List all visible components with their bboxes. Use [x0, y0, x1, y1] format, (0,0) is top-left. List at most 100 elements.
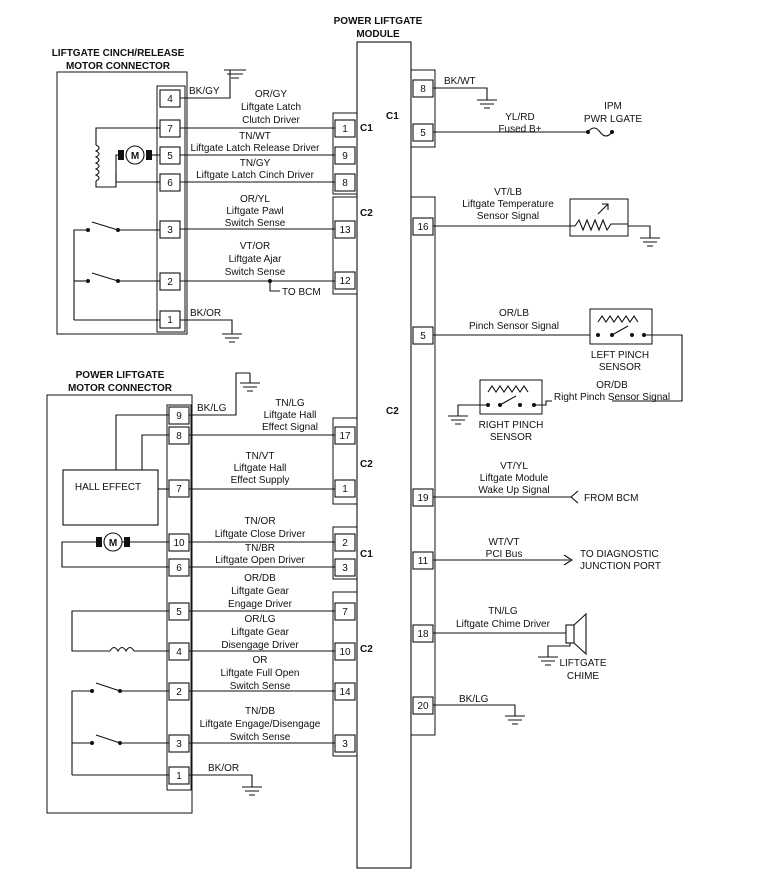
cinch-internal-wiring: M	[73, 127, 160, 321]
wire-function: Liftgate Latch Release Driver	[191, 143, 321, 154]
wire-function: Liftgate Ajar	[229, 254, 282, 265]
module-connector-c2-top	[332, 196, 358, 295]
module-connector-c1-right	[410, 69, 436, 148]
motor-icon	[125, 145, 145, 165]
pin-number: 20	[417, 701, 429, 712]
motor-connector-pins: 9 8 7 10 6 5 4 2 3 1	[168, 406, 190, 785]
module-connector-c2-bottom	[332, 591, 358, 757]
wire-color: BK/WT	[444, 76, 476, 87]
module-connector-c1-mid	[332, 526, 358, 580]
pawl-switch-icon	[91, 221, 119, 231]
wire-function: Liftgate Close Driver	[215, 529, 306, 540]
pin-number: 8	[420, 84, 426, 95]
wire-function: Liftgate Pawl	[226, 206, 283, 217]
pin-number: 5	[420, 128, 426, 139]
module-connector-c2-right	[410, 196, 436, 736]
wire-color: TN/BR	[245, 543, 275, 554]
wire-function: Pinch Sensor Signal	[469, 321, 559, 332]
power-liftgate-module	[356, 41, 412, 869]
chime-icon	[565, 624, 575, 644]
wire-color: OR/DB	[596, 380, 628, 391]
ipm-label-line2: PWR LGATE	[584, 114, 642, 125]
motor-brush-icon	[118, 150, 124, 160]
pin-number: 13	[339, 225, 351, 236]
pin-number: 3	[167, 225, 173, 236]
wire-color: VT/LB	[494, 187, 522, 198]
wire-function: Liftgate Hall	[264, 410, 317, 421]
motor-label: M	[109, 538, 117, 549]
cinch-connector-pin-housing	[156, 85, 186, 333]
wire-color: WT/VT	[488, 537, 519, 548]
pin-number: 2	[342, 538, 348, 549]
right-top-wires: BK/WT YL/RD Fused B+ IPM PWR LGATE VT/LB…	[433, 76, 683, 725]
wire-color: YL/RD	[505, 112, 534, 123]
ground-icon	[477, 99, 497, 109]
pin-number: 8	[176, 431, 182, 442]
pinch-switch-icon	[499, 395, 517, 406]
connector-label-c2: C2	[386, 406, 399, 417]
motor-connector-title-line1: POWER LIFTGATE	[76, 370, 165, 381]
from-bcm-label: FROM BCM	[584, 493, 638, 504]
connector-label-c1: C1	[360, 123, 373, 134]
ground-icon	[242, 786, 262, 796]
right-pinch-label-line2: SENSOR	[490, 432, 532, 443]
wire-function: Liftgate Latch Cinch Driver	[196, 170, 315, 181]
right-pinch-sensor	[479, 379, 543, 415]
wire-color: OR/GY	[255, 89, 288, 100]
pin-number: 9	[342, 151, 348, 162]
wire-color: OR/LG	[244, 614, 275, 625]
pin-number: 10	[339, 647, 351, 658]
pin-number: 5	[420, 331, 426, 342]
wire-color: OR/YL	[240, 194, 270, 205]
motor-connector-internals: HALL EFFECT M	[61, 414, 169, 776]
wire-function: Liftgate Temperature	[462, 199, 554, 210]
pinch-switch-icon	[611, 325, 629, 336]
wire-color: BK/OR	[208, 763, 239, 774]
pin-number: 19	[417, 493, 429, 504]
wire-function: Liftgate Module	[480, 473, 549, 484]
pin-number: 6	[176, 563, 182, 574]
wire-color: TN/WT	[239, 131, 271, 142]
module-left-pins-top: 1 9 8 13 12	[334, 119, 356, 290]
wire-function: Switch Sense	[230, 732, 291, 743]
wire-color: BK/GY	[189, 86, 220, 97]
pin-number: 7	[342, 607, 348, 618]
module-title-line1: POWER LIFTGATE	[334, 16, 423, 27]
ground-icon	[240, 382, 260, 392]
left-pinch-label-line1: LEFT PINCH	[591, 350, 649, 361]
wire-color: TN/LG	[488, 606, 518, 617]
clutch-coil-icon	[94, 144, 100, 182]
wire-function: Liftgate Engage/Disengage	[200, 719, 321, 730]
motor-label: M	[131, 151, 139, 162]
arrow-out-icon	[563, 554, 574, 566]
power-liftgate-motor-connector	[46, 394, 193, 814]
wire-function: PCI Bus	[486, 549, 523, 560]
pin-number: 7	[167, 124, 173, 135]
cinch-wires: BK/GY OR/GY Liftgate Latch Clutch Driver…	[180, 69, 335, 343]
ajar-switch-icon	[91, 272, 119, 282]
wire-function: Sensor Signal	[477, 211, 539, 222]
wire-color: VT/OR	[240, 241, 271, 252]
pin-number: 2	[176, 687, 182, 698]
wire-color: TN/GY	[240, 158, 271, 169]
motor-connector-pin-housing	[166, 404, 192, 791]
ground-icon	[538, 656, 558, 666]
wire-color: TN/VT	[246, 451, 275, 462]
wire-function: Switch Sense	[230, 681, 291, 692]
wire-function: Effect Signal	[262, 422, 318, 433]
pin-number: 6	[167, 178, 173, 189]
fuse-icon	[587, 127, 613, 137]
connector-label-c1: C1	[386, 111, 399, 122]
motor-connector-title-line2: MOTOR CONNECTOR	[68, 383, 173, 394]
ground-icon	[224, 69, 246, 79]
module-left-pins-bottom: 17 1 2 3 7 10 14 3	[334, 426, 356, 753]
full-open-switch-icon	[95, 682, 121, 692]
wire-function: Liftgate Open Driver	[215, 555, 305, 566]
diag-label-line2: JUNCTION PORT	[580, 561, 661, 572]
right-pinch-label-line1: RIGHT PINCH	[479, 420, 544, 431]
pin-number: 11	[418, 556, 429, 567]
pin-number: 8	[342, 178, 348, 189]
pin-number: 3	[342, 739, 348, 750]
left-pinch-label-line2: SENSOR	[599, 362, 641, 373]
wire-color: OR/LB	[499, 308, 529, 319]
